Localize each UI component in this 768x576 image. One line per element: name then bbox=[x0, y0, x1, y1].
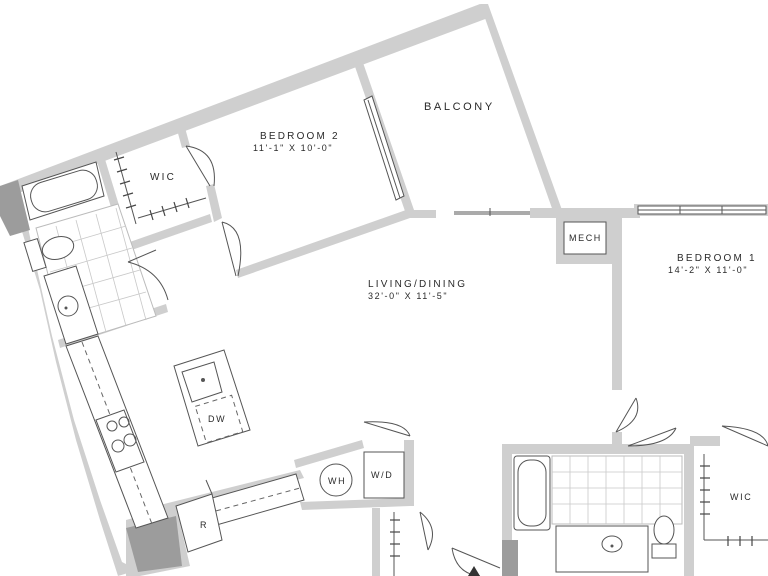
label-wic-upper: WIC bbox=[150, 172, 176, 183]
wall-bed1-left bbox=[612, 214, 622, 390]
wall-wic-upper-bottom bbox=[124, 214, 212, 252]
wall-balcony-right bbox=[480, 4, 562, 214]
wall-wic-upper-left bbox=[176, 124, 190, 148]
door-bath-right bbox=[627, 427, 677, 447]
kitchen-island bbox=[173, 349, 251, 447]
wall-wic-lower-top bbox=[690, 436, 720, 446]
label-wic-lower: WIC bbox=[730, 492, 752, 502]
toilet-upper bbox=[23, 235, 75, 273]
washer-dryer bbox=[363, 451, 405, 499]
mech-closet bbox=[556, 214, 612, 264]
wall-corner-bath-right bbox=[502, 540, 518, 576]
door-bath-upper bbox=[127, 249, 169, 301]
label-bedroom2: BEDROOM 2 bbox=[260, 131, 340, 142]
window-bedroom2 bbox=[363, 95, 405, 201]
door-bedroom2 bbox=[221, 221, 242, 277]
tile-floor-right bbox=[551, 455, 683, 525]
wall-bed2-left bbox=[206, 184, 222, 222]
wall-closet-left bbox=[372, 508, 380, 576]
range bbox=[95, 409, 145, 473]
toilet-right bbox=[651, 515, 677, 559]
label-bedroom1-size: 14'-2" X 11'-0" bbox=[668, 265, 748, 275]
label-washer-dryer: W/D bbox=[371, 470, 393, 480]
wic-lower bbox=[700, 425, 768, 546]
bathtub-upper bbox=[21, 161, 105, 221]
entry-arrow-icon bbox=[468, 566, 480, 576]
wall-bed1-left-lower bbox=[612, 432, 622, 448]
label-balcony: BALCONY bbox=[424, 101, 495, 113]
label-mech: MECH bbox=[569, 233, 602, 243]
labels: BALCONY BEDROOM 2 11'-1" X 10'-0" WIC LI… bbox=[150, 101, 757, 530]
refrigerator bbox=[175, 493, 223, 553]
wall-laundry-top bbox=[294, 440, 364, 468]
wall-bath-right-left bbox=[502, 444, 512, 576]
wall-balcony-bottom bbox=[530, 208, 640, 218]
wall-corner-lower-left bbox=[126, 516, 182, 572]
wic-upper bbox=[113, 145, 215, 225]
window-bedroom1 bbox=[637, 205, 767, 215]
label-living: LIVING/DINING bbox=[368, 279, 467, 290]
kitchen bbox=[65, 335, 305, 553]
bathtub-right bbox=[513, 455, 551, 531]
label-living-size: 32'-0" X 11'-5" bbox=[368, 291, 448, 301]
wall-outer-top bbox=[0, 4, 488, 200]
bathroom-right bbox=[513, 455, 683, 573]
label-dishwasher: DW bbox=[208, 414, 226, 424]
vanity-upper bbox=[43, 265, 99, 345]
label-refrigerator: R bbox=[200, 520, 208, 530]
bedroom2 bbox=[221, 95, 405, 277]
label-water-heater: WH bbox=[328, 476, 346, 486]
wall-laundry-bottom bbox=[300, 498, 410, 510]
wall-corner-upper-left bbox=[0, 180, 30, 236]
door-bedroom1 bbox=[615, 397, 639, 433]
closet-lower bbox=[390, 511, 501, 576]
wall-bath-right-divider bbox=[684, 444, 694, 576]
vanity-right bbox=[555, 525, 649, 573]
wall-bed2-bottom bbox=[236, 210, 436, 278]
label-bedroom2-size: 11'-1" X 10'-0" bbox=[253, 143, 333, 153]
bathroom-upper bbox=[21, 161, 169, 345]
laundry bbox=[319, 421, 411, 499]
water-heater bbox=[319, 463, 353, 497]
label-bedroom1: BEDROOM 1 bbox=[677, 253, 757, 264]
wall-laundry-right bbox=[404, 440, 414, 506]
balcony-slider bbox=[454, 208, 530, 216]
wall-bath-right-top bbox=[502, 444, 688, 454]
